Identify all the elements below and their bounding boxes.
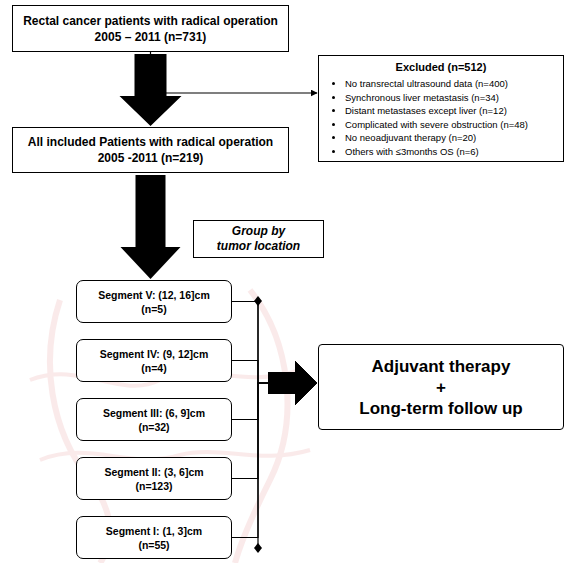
box-text: (n=4)	[141, 361, 166, 375]
block-arrow	[268, 361, 317, 405]
segment-box: Segment II: (3, 6]cm(n=123)	[76, 457, 232, 500]
list-item: Complicated with severe obstruction (n=4…	[345, 118, 557, 132]
block-arrow	[120, 54, 182, 126]
list-item: Distant metastases except liver (n=12)	[345, 104, 557, 118]
bracket-link	[232, 302, 268, 384]
thin-arrow	[151, 52, 318, 93]
bracket-link	[232, 383, 268, 479]
anatomy-watermark	[30, 290, 310, 563]
list-item: No transrectal ultrasound data (n=400)	[345, 77, 557, 91]
box-text: Segment V: (12, 16]cm	[98, 288, 209, 302]
watermark-curve	[235, 290, 287, 563]
box-heading: Excluded (n=512)	[325, 60, 557, 75]
block-arrow	[268, 361, 317, 405]
box-text: Segment II: (3, 6]cm	[104, 465, 203, 479]
box-text: Segment I: (1, 3]cm	[106, 524, 202, 538]
flow-connector	[120, 54, 182, 126]
box-text: Group by	[232, 224, 285, 239]
process-box: Rectal cancer patients with radical oper…	[12, 5, 289, 52]
block-arrow	[268, 361, 317, 405]
box-text: 2005 -2011 (n=219)	[98, 150, 204, 166]
segment-bracket	[254, 296, 262, 553]
bracket-diamond	[254, 296, 262, 306]
outcome-box: Adjuvant therapy+Long-term follow up	[318, 344, 564, 430]
box-text: Long-term follow up	[359, 398, 522, 419]
box-text: Rectal cancer patients with radical oper…	[23, 13, 278, 29]
list-item: Others with ≤3months OS (n=6)	[345, 145, 557, 159]
flow-connector	[232, 361, 317, 538]
box-text: Segment IV: (9, 12]cm	[100, 347, 209, 361]
box-text: tumor location	[217, 239, 300, 254]
list-item: No neoadjuvant therapy (n=20)	[345, 131, 557, 145]
segment-box: Segment III: (6, 9]cm(n=32)	[76, 398, 232, 441]
flow-connector	[151, 52, 318, 93]
exclusion-box: Excluded (n=512) No transrectal ultrasoun…	[318, 55, 564, 162]
process-box: All included Patients with radical opera…	[12, 127, 289, 173]
grouping-box: Group bytumor location	[193, 220, 324, 258]
flow-connector	[232, 361, 317, 406]
exclusion-list: No transrectal ultrasound data (n=400)Sy…	[325, 77, 557, 158]
flow-connector	[121, 175, 181, 279]
box-text: (n=32)	[138, 420, 169, 434]
bracket-diamond	[254, 543, 262, 553]
segment-box: Segment IV: (9, 12]cm(n=4)	[76, 339, 232, 382]
box-text: (n=5)	[141, 302, 166, 316]
block-arrow	[121, 175, 181, 279]
block-arrow	[268, 361, 317, 405]
box-text: Adjuvant therapy	[372, 356, 511, 377]
box-text: (n=123)	[135, 479, 172, 493]
bracket-link	[232, 383, 268, 538]
box-text: Segment III: (6, 9]cm	[103, 406, 205, 420]
segment-box: Segment I: (1, 3]cm(n=55)	[76, 516, 232, 559]
flow-connector	[232, 302, 317, 406]
box-text: 2005 – 2011 (n=731)	[95, 29, 207, 45]
block-arrow	[268, 361, 317, 405]
box-text: +	[436, 377, 446, 398]
flow-connector	[232, 361, 317, 420]
box-text: (n=55)	[138, 538, 169, 552]
flow-connector	[232, 361, 317, 479]
segment-box: Segment V: (12, 16]cm(n=5)	[76, 280, 232, 323]
list-item: Synchronous liver metastasis (n=34)	[345, 91, 557, 105]
bracket-line	[257, 301, 258, 548]
bracket-link	[232, 383, 268, 420]
bracket-link	[232, 361, 268, 384]
box-text: All included Patients with radical opera…	[28, 134, 273, 150]
